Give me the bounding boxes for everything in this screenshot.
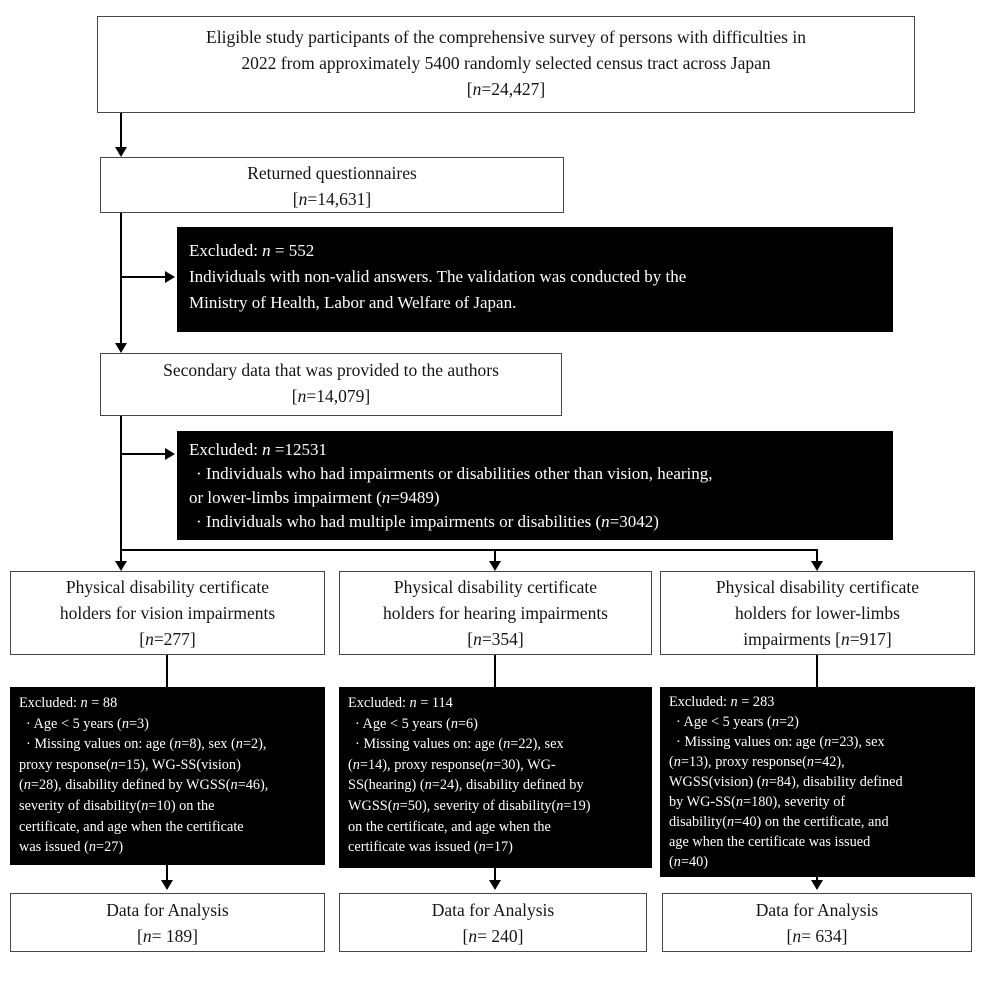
arrow-line-hearing-to-analysis — [494, 868, 496, 881]
arrow-head-to-excluded-scope — [165, 448, 175, 460]
text-line: was issued (n=27) — [19, 839, 124, 856]
text-line: Secondary data that was provided to the … — [163, 360, 499, 380]
hearing-analysis-box: Data for Analysis [n= 240] — [339, 893, 647, 952]
text-line: · Age < 5 years (n=6) — [355, 715, 478, 732]
line-hearing-to-excluded — [494, 655, 496, 687]
text-line: Physical disability certificate — [715, 577, 920, 597]
text-line: or lower-limbs impairment (n=9489) — [189, 488, 440, 507]
split-drop-vision — [120, 549, 122, 562]
text-line: severity of disability(n=10) on the — [19, 797, 215, 814]
branch-line-to-excluded-nonvalid — [122, 276, 166, 278]
arrow-line-returned-to-secondary — [120, 213, 122, 344]
vision-excluded-box: Excluded: n = 88 · Age < 5 years (n=3) · M… — [10, 687, 325, 865]
arrow-head-eligible-to-returned — [115, 147, 127, 157]
text-line: WGSS(n=50), severity of disability(n=19) — [348, 797, 591, 814]
text-line: Excluded: n = 114 — [348, 695, 453, 711]
text-line: Excluded: n = 552 — [189, 241, 315, 260]
arrow-line-eligible-to-returned — [120, 113, 122, 148]
arrow-head-vision-to-analysis — [161, 880, 173, 890]
text-line: · Individuals who had multiple impairmen… — [196, 512, 659, 531]
text-line: Data for Analysis — [106, 900, 229, 920]
secondary-data-box: Secondary data that was provided to the … — [100, 353, 562, 416]
text-line: [n=354] — [467, 629, 524, 649]
text-line: 2022 from approximately 5400 randomly se… — [241, 53, 771, 73]
arrow-head-to-excluded-nonvalid — [165, 271, 175, 283]
text-line: [n= 240] — [462, 926, 524, 946]
arrow-line-secondary-to-split — [120, 416, 122, 551]
text-line: holders for lower-limbs — [735, 603, 900, 623]
text-line: Ministry of Health, Labor and Welfare of… — [189, 293, 517, 312]
text-line: Excluded: n = 283 — [669, 694, 775, 710]
text-line: · Missing values on: age (n=23), sex — [676, 734, 885, 750]
text-line: [n=277] — [139, 629, 196, 649]
arrow-line-lowerlimbs-to-analysis — [816, 877, 818, 881]
text-line: SS(hearing) (n=24), disability defined b… — [348, 777, 584, 794]
split-line — [120, 549, 818, 551]
line-vision-to-excluded — [166, 655, 168, 687]
text-line: (n=40) — [669, 854, 709, 870]
text-line: [n=14,631] — [292, 189, 372, 209]
text-line: age when the certificate was issued — [669, 834, 871, 850]
text-line: · Age < 5 years (n=2) — [676, 714, 799, 730]
arrow-head-returned-to-secondary — [115, 343, 127, 353]
hearing-certificate-box: Physical disability certificate holders f… — [339, 571, 652, 655]
text-line: [n=14,079] — [291, 386, 371, 406]
text-line: Data for Analysis — [431, 900, 555, 920]
excluded-scope-box: Excluded: n =12531 · Individuals who had … — [177, 431, 893, 540]
arrow-head-hearing-to-analysis — [489, 880, 501, 890]
arrow-head-to-hearing-box — [489, 561, 501, 571]
text-line: by WG-SS(n=180), severity of — [669, 794, 846, 810]
lowerlimbs-excluded-box: Excluded: n = 283 · Age < 5 years (n=2) · … — [660, 687, 975, 877]
text-line: [n= 189] — [137, 926, 198, 946]
eligible-participants-box: Eligible study participants of the compr… — [97, 16, 915, 113]
text-line: certificate, and age when the certificat… — [19, 818, 244, 835]
text-line: Physical disability certificate — [65, 577, 270, 597]
lowerlimbs-analysis-box: Data for Analysis [n= 634] — [662, 893, 972, 952]
arrow-head-to-vision-box — [115, 561, 127, 571]
text-line: Excluded: n = 88 — [19, 695, 118, 711]
text-line: Data for Analysis — [755, 900, 879, 920]
arrow-head-lowerlimbs-to-analysis — [811, 880, 823, 890]
text-line: [n=24,427] — [466, 79, 546, 99]
vision-certificate-box: Physical disability certificate holders f… — [10, 571, 325, 655]
returned-questionnaires-box: Returned questionnaires [n=14,631] — [100, 157, 564, 213]
text-line: (n=13), proxy response(n=42), — [669, 754, 845, 770]
text-line: WGSS(vision) (n=84), disability defined — [669, 774, 903, 790]
text-line: Physical disability certificate — [393, 577, 598, 597]
text-line: holders for vision impairments — [59, 603, 276, 623]
text-line: (n=28), disability defined by WGSS(n=46)… — [19, 777, 269, 794]
hearing-excluded-box: Excluded: n = 114 · Age < 5 years (n=6) · … — [339, 687, 652, 868]
split-drop-hearing — [494, 549, 496, 562]
vision-analysis-box: Data for Analysis [n= 189] — [10, 893, 325, 952]
text-line: · Missing values on: age (n=8), sex (n=2… — [26, 736, 267, 753]
text-line: [n= 634] — [786, 926, 848, 946]
text-line: · Individuals who had impairments or dis… — [196, 464, 713, 483]
text-line: Returned questionnaires — [247, 163, 417, 183]
text-line: Individuals with non-valid answers. The … — [189, 267, 687, 286]
text-line: on the certificate, and age when the — [348, 818, 551, 835]
text-line: impairments [n=917] — [743, 629, 892, 649]
text-line: (n=14), proxy response(n=30), WG- — [348, 756, 556, 773]
text-line: · Missing values on: age (n=22), sex — [355, 736, 564, 753]
text-line: holders for hearing impairments — [382, 603, 608, 623]
lowerlimbs-certificate-box: Physical disability certificate holders f… — [660, 571, 975, 655]
branch-line-to-excluded-scope — [122, 453, 166, 455]
text-line: certificate was issued (n=17) — [348, 839, 513, 856]
arrow-line-vision-to-analysis — [166, 865, 168, 881]
text-line: proxy response(n=15), WG-SS(vision) — [19, 756, 241, 773]
text-line: Excluded: n =12531 — [189, 440, 328, 459]
arrow-head-to-lowerlimbs-box — [811, 561, 823, 571]
text-line: Eligible study participants of the compr… — [206, 27, 806, 47]
text-line: · Age < 5 years (n=3) — [26, 715, 149, 732]
split-drop-lowerlimbs — [816, 549, 818, 562]
line-lowerlimbs-to-excluded — [816, 655, 818, 687]
text-line: disability(n=40) on the certificate, and — [669, 814, 889, 830]
